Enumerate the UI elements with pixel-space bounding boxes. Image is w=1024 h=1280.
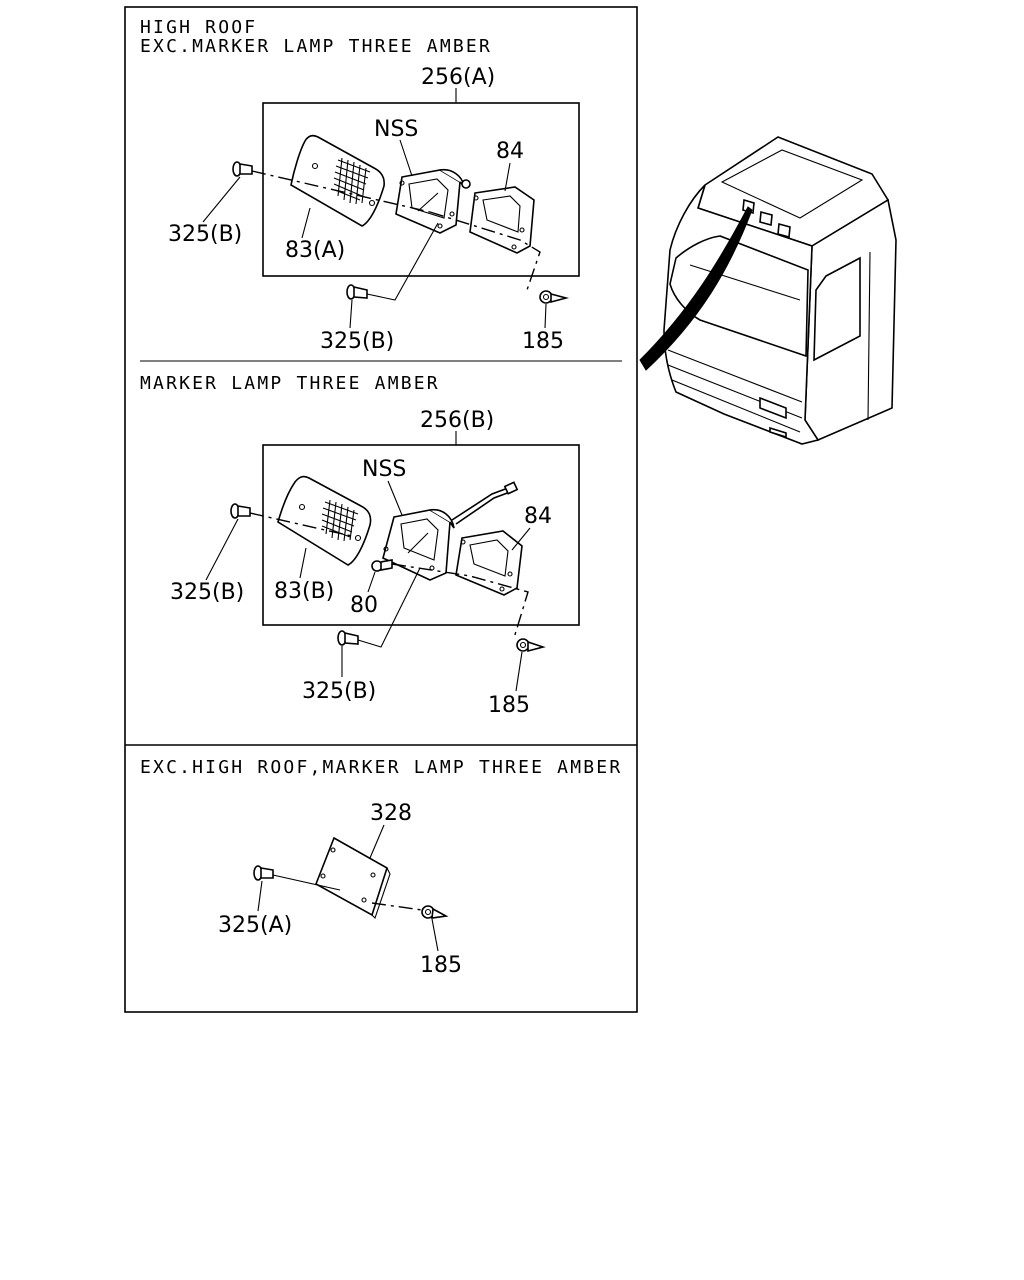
- bracket-84: [469, 186, 535, 254]
- section-1-title-line1: HIGH ROOF: [140, 17, 257, 38]
- lens-83b: [277, 475, 372, 566]
- label-83a: 83(A): [285, 238, 345, 263]
- label-nss-2: NSS: [362, 457, 406, 482]
- assembly-box-256a: [262, 102, 580, 277]
- clip-185-c: [421, 905, 449, 919]
- label-185-2: 185: [488, 693, 530, 718]
- section-marker-lamp: MARKER LAMP THREE AMBER 256(B): [140, 373, 580, 718]
- label-328: 328: [370, 801, 412, 826]
- assembly-box-256b: [262, 444, 580, 626]
- label-256a: 256(A): [421, 65, 495, 90]
- screw-325b-left-2: [230, 503, 251, 519]
- truck-cab-illustration: [639, 136, 897, 445]
- section-exc-high-roof: EXC.HIGH ROOF,MARKER LAMP THREE AMBER 32…: [140, 757, 622, 978]
- label-325a: 325(A): [218, 913, 292, 938]
- clip-185: [539, 290, 570, 304]
- label-83b: 83(B): [274, 579, 334, 604]
- label-325b-left-2: 325(B): [170, 580, 244, 605]
- label-84-2: 84: [524, 504, 552, 529]
- label-84-1: 84: [496, 139, 524, 164]
- lens-83a: [290, 134, 385, 227]
- clip-185-b: [516, 638, 546, 653]
- section-2-title: MARKER LAMP THREE AMBER: [140, 373, 440, 394]
- screw-325b-left: [232, 161, 253, 177]
- label-325b-bottom-1: 325(B): [320, 329, 394, 354]
- bulb-80: [371, 559, 393, 572]
- label-185-3: 185: [420, 953, 462, 978]
- bracket-84-b: [455, 530, 523, 596]
- label-325b-left-1: 325(B): [168, 222, 242, 247]
- callout-leader: [639, 206, 753, 371]
- label-325b-bottom-2: 325(B): [302, 679, 376, 704]
- label-80: 80: [350, 593, 378, 618]
- label-185-1: 185: [522, 329, 564, 354]
- screw-325a: [253, 865, 274, 881]
- label-nss-1: NSS: [374, 117, 418, 142]
- diagram-frame: [124, 6, 638, 1013]
- plate-328: [314, 836, 391, 920]
- section-3-title: EXC.HIGH ROOF,MARKER LAMP THREE AMBER: [140, 757, 622, 778]
- section-high-roof: HIGH ROOF EXC.MARKER LAMP THREE AMBER 25…: [140, 17, 580, 354]
- screw-325b-bottom: [346, 284, 368, 300]
- lamp-housing-nss-wired: [382, 481, 519, 581]
- label-256b: 256(B): [420, 408, 494, 433]
- lamp-housing-nss: [395, 168, 471, 234]
- screw-325b-bottom-2: [337, 630, 359, 646]
- section-1-title-line2: EXC.MARKER LAMP THREE AMBER: [140, 36, 492, 57]
